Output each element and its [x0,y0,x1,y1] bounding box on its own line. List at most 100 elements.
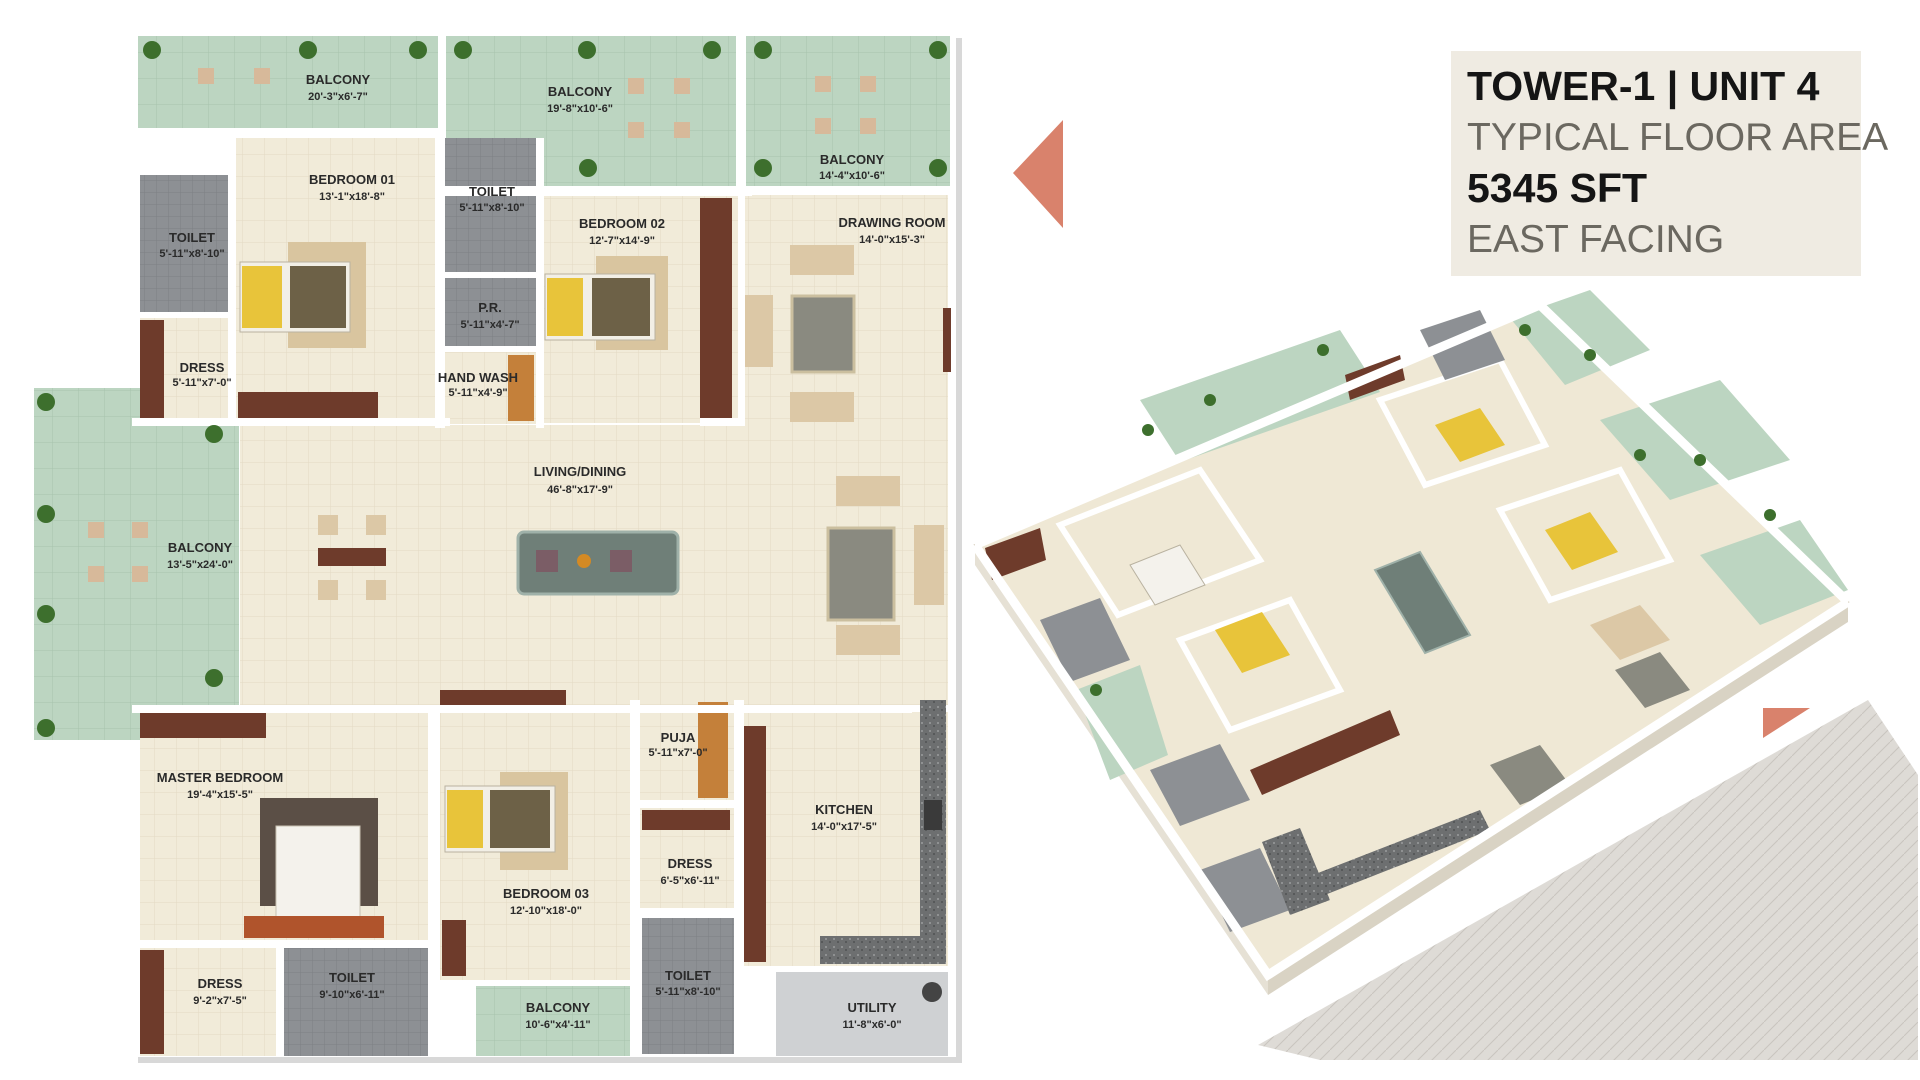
chair [366,580,386,600]
room-dimension: 5'-11"x8'-10" [459,202,524,214]
floor-area-label: TYPICAL FLOOR AREA [1467,116,1889,159]
bedroom-02-wardrobe [700,198,732,420]
drawing-tv-unit [943,308,951,372]
living-sofa-top [836,476,900,506]
kitchen-counter-bottom [820,936,946,964]
dress-3-wardrobe [140,950,164,1054]
living-rug [826,526,896,622]
plant-icon [929,41,947,59]
room-dimension: 13'-1"x18'-8" [319,191,385,203]
room-dimension: 19'-8"x10'-6" [547,103,613,115]
plant-icon [143,41,161,59]
master-bed [275,825,361,929]
room-name: DRESS [668,856,713,871]
dress-2-wardrobe [642,810,730,830]
plant-icon [754,41,772,59]
room-name: HAND WASH [438,370,518,385]
drawing-sofa-top [790,245,854,275]
room-name: UTILITY [847,1000,896,1015]
room-name: TOILET [169,230,215,245]
room-dimension: 11'-8"x6'-0" [842,1019,901,1031]
room-name: BEDROOM 02 [579,216,665,231]
bed-3-duvet [490,790,550,848]
balcony-west [34,388,239,740]
room-name: DRESS [180,360,225,375]
room-name: TOILET [329,970,375,985]
bedroom-03-desk [442,920,466,976]
room-dimension: 13'-5"x24'-0" [167,559,233,571]
plant-icon [205,425,223,443]
unit-area: 5345 SFT [1467,165,1648,211]
plant-icon [1090,684,1102,696]
utility-floor [776,972,948,1056]
plant-icon [1584,349,1596,361]
small-dining-table [318,548,386,566]
room-dimension: 6'-5"x6'-11" [660,875,719,887]
unit-title: TOWER-1 | UNIT 4 [1467,63,1820,109]
living-sofa-bottom [836,625,900,655]
unit-facing: EAST FACING [1467,218,1725,261]
iso-bed [1545,512,1618,570]
toilet-5-floor [642,918,734,1054]
dining-table [516,530,680,596]
room-dimension: 20'-3"x6'-7" [308,91,368,103]
bedroom-03-shelf [440,690,566,706]
plan-2d: BALCONY 20'-3"x6'-7" BALCONY 19'-8"x10'-… [28,32,962,1063]
plant-icon [299,41,317,59]
room-name: P.R. [478,300,502,315]
iso-bed [1435,408,1505,462]
bed-1-duvet [290,266,346,328]
drawing-rug [790,294,856,374]
dress-1-wardrobe [140,320,164,418]
iso-toilet [1150,744,1250,826]
room-name: MASTER BEDROOM [157,770,283,785]
room-dimension: 46'-8"x17'-9" [547,484,613,496]
room-dimension: 14'-0"x17'-5" [811,821,877,833]
room-name: PUJA [661,730,696,745]
balcony-chairs [88,68,876,582]
iso-dining-table [1373,550,1472,655]
plant-icon [1142,424,1154,436]
drawing-sofa-left [745,295,773,367]
plant-icon [1634,449,1646,461]
iso-rug [1615,652,1690,708]
room-name: LIVING/DINING [534,464,626,479]
plant-icon [409,41,427,59]
chair [318,515,338,535]
room-dimension: 14'-0"x15'-3" [859,234,925,246]
room-dimension: 5'-11"x7'-0" [172,377,231,389]
master-desk [140,712,266,738]
balcony-top-3 [744,36,950,186]
unit-info-card: TOWER-1 | UNIT 4 TYPICAL FLOOR AREA 5345… [1451,51,1889,276]
chair [318,580,338,600]
plant-icon [37,505,55,523]
room-name: BALCONY [306,72,371,87]
room-name: DRESS [198,976,243,991]
dining-placemat [536,550,558,572]
plant-icon [929,159,947,177]
iso-wardrobe [985,528,1046,580]
iso-toilet [1040,598,1130,682]
balcony-bottom [476,986,634,1056]
plant-icon [37,393,55,411]
bed-2-pillows [547,278,583,336]
room-dimension: 12'-10"x18'-0" [510,905,582,917]
room-dimension: 10'-6"x4'-11" [525,1019,590,1031]
plant-icon [37,605,55,623]
chair [366,515,386,535]
pr-floor [444,278,536,346]
room-name: BEDROOM 01 [309,172,395,187]
room-dimension: 9'-10"x6'-11" [319,989,384,1001]
plant-icon [1694,454,1706,466]
toilet-1-floor [140,175,228,312]
interior-walls [132,36,948,1056]
dining-centerpiece [577,554,591,568]
iso-balcony [1700,520,1848,625]
room-dimension: 5'-11"x8'-10" [655,986,720,998]
hob [924,800,942,830]
room-labels: BALCONY 20'-3"x6'-7" BALCONY 19'-8"x10'-… [157,72,946,1031]
plant-icon [454,41,472,59]
entrance-arrow-icon [1013,120,1063,228]
iso-kitchen-counter [1300,810,1490,900]
handwash-counter [508,355,534,421]
